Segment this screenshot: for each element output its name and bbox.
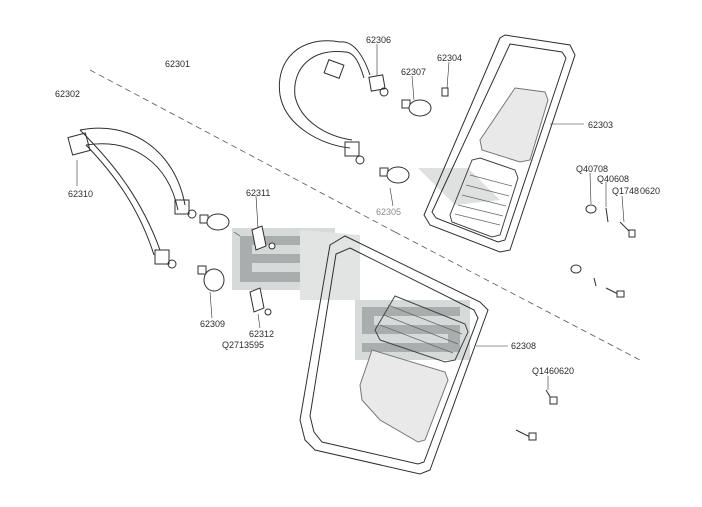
label-62312: 62312 — [249, 329, 275, 339]
upper-lamp-housing — [423, 34, 576, 253]
bulb-62305 — [379, 166, 410, 184]
socket-62312 — [249, 287, 272, 316]
pin-q40608 — [605, 207, 609, 223]
fasteners — [515, 204, 636, 441]
label-62306: 62306 — [366, 35, 392, 45]
lower-wire-harness — [67, 127, 197, 269]
divider-line-upper — [89, 69, 396, 233]
divider-line-lower — [394, 231, 641, 361]
bulb-62309 — [197, 265, 225, 292]
label-62302: 62302 — [55, 89, 81, 99]
bolt-q1460620-upper — [545, 389, 558, 405]
label-62301: 62301 — [165, 59, 191, 69]
label-62303: 62303 — [588, 120, 614, 130]
pin-lower — [593, 277, 597, 287]
label-0620: 0620 — [640, 186, 661, 196]
bulbs — [197, 87, 449, 292]
bolt-q1460620-lower — [515, 429, 537, 441]
sockets — [233, 225, 276, 316]
bolt-q1748-upper — [619, 221, 636, 238]
label-62309: 62309 — [200, 319, 226, 329]
label-q40708: Q40708 — [576, 164, 609, 174]
label-q2713595: Q2713595 — [222, 340, 265, 350]
bulb-62307 — [401, 99, 432, 117]
label-62304: 62304 — [437, 53, 463, 63]
label-62305: 62305 — [376, 207, 402, 217]
label-q1748: Q1748 — [612, 186, 640, 196]
washer-lower — [570, 264, 582, 274]
label-62311: 62311 — [246, 188, 271, 198]
label-q40608: Q40608 — [597, 174, 630, 184]
socket-62311 — [233, 225, 276, 251]
upper-wire-harness — [278, 40, 389, 165]
bulb-upper-left — [199, 213, 230, 231]
label-62308: 62308 — [511, 341, 537, 351]
bolt-q1748-lower — [605, 287, 625, 298]
bulb-62304 — [441, 87, 449, 97]
lower-lamp-housing — [299, 235, 489, 475]
leader-lines — [76, 44, 625, 390]
washer-q40708 — [585, 204, 597, 214]
label-q1460620: Q1460620 — [532, 366, 575, 376]
label-62307: 62307 — [401, 67, 427, 77]
label-62310: 62310 — [68, 189, 94, 199]
